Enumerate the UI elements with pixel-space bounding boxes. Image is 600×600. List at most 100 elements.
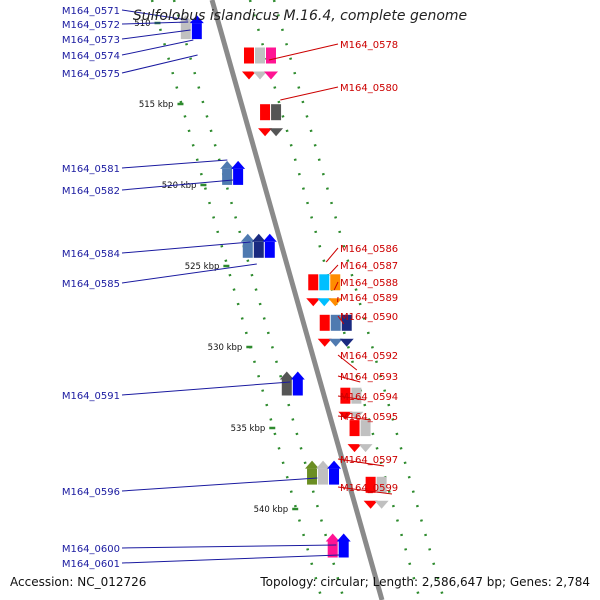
reverse-gene-4-1 (351, 387, 362, 404)
scale-label-4: 530 kbp (208, 343, 243, 353)
forward-label-1: M164_0572 (62, 20, 120, 31)
reverse-leader-11 (337, 458, 385, 467)
reverse-label-12: M164_0599 (340, 483, 398, 494)
reverse-gene-6-1 (376, 476, 387, 493)
forward-gene-4-0-head (305, 460, 320, 469)
forward-label-9: M164_0591 (62, 391, 120, 402)
scale-label-2: 520 kbp (162, 181, 197, 191)
reverse-gene-5-1 (360, 420, 371, 437)
forward-gene-5-1 (338, 541, 349, 558)
reverse-leader-10 (337, 415, 372, 421)
map-title: Sulfolobus islandicus M.16.4, complete g… (132, 8, 468, 24)
reverse-gene-2-2 (330, 274, 341, 291)
reverse-gene-0-2 (265, 47, 276, 64)
forward-label-4: M164_0575 (62, 69, 120, 80)
reverse-gene-0-1-head (252, 71, 267, 80)
forward-gene-3-1-head (290, 371, 305, 380)
forward-gene-5-0-head (325, 533, 340, 542)
scale-label-5: 535 kbp (231, 424, 266, 434)
forward-leader-8 (121, 263, 257, 284)
reverse-gene-3-2 (341, 314, 352, 331)
forward-gene-4-0 (307, 468, 318, 485)
reverse-gene-3-0 (319, 314, 330, 331)
forward-leader-11 (121, 544, 337, 549)
scale-label-0: 510 (134, 19, 150, 29)
reverse-gene-3-0-head (317, 338, 332, 347)
reverse-label-9: M164_0594 (340, 392, 398, 403)
reverse-leader-4 (333, 281, 339, 291)
reverse-label-2: M164_0586 (340, 244, 398, 255)
reverse-label-6: M164_0590 (340, 312, 398, 323)
forward-label-5: M164_0581 (62, 164, 120, 175)
forward-gene-0-1 (191, 23, 202, 40)
forward-gene-1-0-head (220, 160, 235, 169)
reverse-leader-8 (337, 375, 361, 383)
forward-gene-5-0 (327, 541, 338, 558)
forward-gene-1-0 (222, 168, 233, 185)
reverse-gene-2-2-head (328, 298, 343, 307)
reverse-gene-2-1 (319, 274, 330, 291)
reverse-label-8: M164_0593 (340, 372, 398, 383)
reverse-label-5: M164_0589 (340, 293, 398, 304)
reverse-gene-0-0 (243, 47, 254, 64)
reverse-label-7: M164_0592 (340, 351, 398, 362)
forward-gene-1-1-head (231, 160, 246, 169)
reverse-gene-0-1 (254, 47, 265, 64)
reverse-gene-2-1-head (317, 298, 332, 307)
forward-gene-5-1-head (336, 533, 351, 542)
forward-leader-1 (121, 21, 189, 25)
reverse-gene-0-0-head (241, 71, 256, 80)
reverse-label-10: M164_0595 (340, 412, 398, 423)
reverse-gene-3-2-head (339, 338, 354, 347)
reverse-gene-2-0 (308, 274, 319, 291)
forward-label-0: M164_0571 (62, 6, 120, 17)
reverse-gene-1-0-head (258, 128, 273, 137)
forward-gene-1-1 (233, 168, 244, 185)
forward-leader-3 (121, 39, 194, 56)
reverse-gene-6-1-head (374, 500, 389, 509)
forward-gene-2-1 (253, 241, 264, 258)
reverse-gene-5-0-head (347, 444, 362, 453)
reverse-label-4: M164_0588 (340, 278, 398, 289)
reverse-label-1: M164_0580 (340, 83, 398, 94)
forward-leader-0 (121, 9, 188, 21)
reverse-leader-3 (329, 264, 339, 275)
forward-gene-2-2 (264, 241, 275, 258)
forward-label-7: M164_0584 (62, 249, 120, 260)
forward-leader-7 (121, 241, 251, 254)
forward-leader-5 (121, 159, 228, 169)
reverse-leader-0 (268, 43, 339, 61)
forward-leader-10 (121, 477, 318, 492)
reverse-gene-4-0-head (338, 411, 353, 420)
forward-gene-2-0-head (240, 233, 255, 242)
reverse-gene-1-1-head (269, 128, 284, 137)
reverse-gene-1-1 (271, 104, 282, 121)
scale-label-6: 540 kbp (254, 505, 289, 515)
reverse-gene-6-0 (365, 476, 376, 493)
reverse-gene-4-0 (340, 387, 351, 404)
reverse-label-3: M164_0587 (340, 261, 398, 272)
forward-gene-0-0-head (178, 15, 193, 24)
reverse-gene-3-1-head (328, 338, 343, 347)
reverse-gene-0-2-head (263, 71, 278, 80)
forward-gene-4-2 (329, 468, 340, 485)
reverse-gene-4-1-head (349, 411, 364, 420)
forward-gene-0-1-head (189, 15, 204, 24)
forward-gene-2-0 (242, 241, 253, 258)
forward-gene-4-2-head (327, 460, 342, 469)
reverse-gene-1-0 (260, 104, 271, 121)
reverse-label-11: M164_0597 (340, 455, 398, 466)
reverse-gene-2-0-head (306, 298, 321, 307)
forward-leader-12 (121, 554, 340, 564)
forward-label-8: M164_0585 (62, 279, 120, 290)
forward-label-2: M164_0573 (62, 35, 120, 46)
reverse-gene-5-0 (349, 420, 360, 437)
forward-label-11: M164_0600 (62, 544, 120, 555)
forward-label-10: M164_0596 (62, 487, 120, 498)
reverse-leader-6 (337, 315, 345, 325)
forward-gene-2-1-head (251, 233, 266, 242)
reverse-leader-12 (337, 486, 393, 495)
accession-label: Accession: NC_012726 (10, 575, 147, 589)
forward-leader-4 (121, 54, 198, 74)
